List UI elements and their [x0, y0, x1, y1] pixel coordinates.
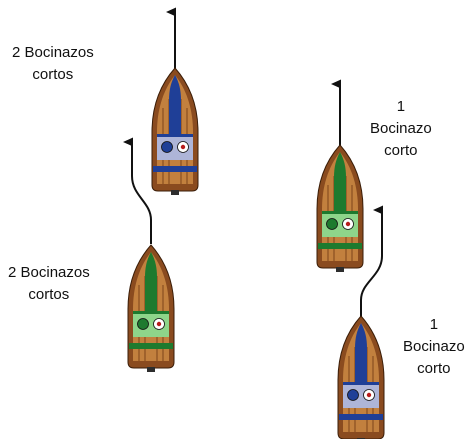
boat-right-overtaking	[337, 315, 385, 439]
caption-left-top: 2 Bocinazos cortos	[12, 42, 94, 86]
caption-left-bottom: 2 Bocinazos cortos	[8, 262, 90, 306]
windshield-band	[322, 211, 358, 214]
stern-stripe	[318, 243, 362, 249]
stern-stripe	[129, 343, 173, 349]
windshield-band	[157, 134, 193, 137]
outboard-motor	[171, 190, 179, 195]
bow-stripe	[145, 252, 157, 313]
stern-stripe	[339, 414, 383, 420]
caption-right-top-line-3: corto	[384, 142, 418, 159]
bow-stripe	[355, 323, 367, 384]
seat-icon	[137, 318, 149, 330]
bow-stripe	[334, 152, 346, 213]
caption-right-top: 1 Bocinazo corto	[370, 96, 432, 162]
caption-left-top-line-1: 2 Bocinazos	[12, 44, 94, 61]
caption-right-top-line-2: Bocinazo	[370, 120, 432, 137]
steering-hub-icon	[345, 221, 351, 227]
boat-left-leading	[151, 67, 199, 195]
outboard-motor	[147, 367, 155, 372]
seat-icon	[326, 218, 338, 230]
steering-hub-icon	[156, 321, 162, 327]
steering-hub-icon	[366, 392, 372, 398]
windshield-band	[133, 311, 169, 314]
caption-left-top-line-2: cortos	[32, 66, 74, 83]
course-arrow-left-overtaking	[123, 137, 152, 244]
seat-icon	[347, 389, 359, 401]
steering-hub-icon	[180, 144, 186, 150]
outboard-motor	[336, 267, 344, 272]
caption-right-bottom-line-3: corto	[417, 360, 451, 377]
boat-left-overtaking	[127, 244, 175, 372]
stern-stripe	[153, 166, 197, 172]
course-arrow-right-overtaking	[360, 205, 383, 322]
caption-right-bottom-line-1: 1	[429, 316, 439, 333]
caption-left-bottom-line-2: cortos	[28, 286, 70, 303]
bow-stripe	[169, 75, 181, 136]
caption-right-bottom: 1 Bocinazo corto	[403, 314, 465, 380]
windshield-band	[343, 382, 379, 385]
caption-left-bottom-line-1: 2 Bocinazos	[8, 264, 90, 281]
boat-right-leading	[316, 144, 364, 272]
caption-right-bottom-line-2: Bocinazo	[403, 338, 465, 355]
caption-right-top-line-1: 1	[396, 98, 406, 115]
seat-icon	[161, 141, 173, 153]
